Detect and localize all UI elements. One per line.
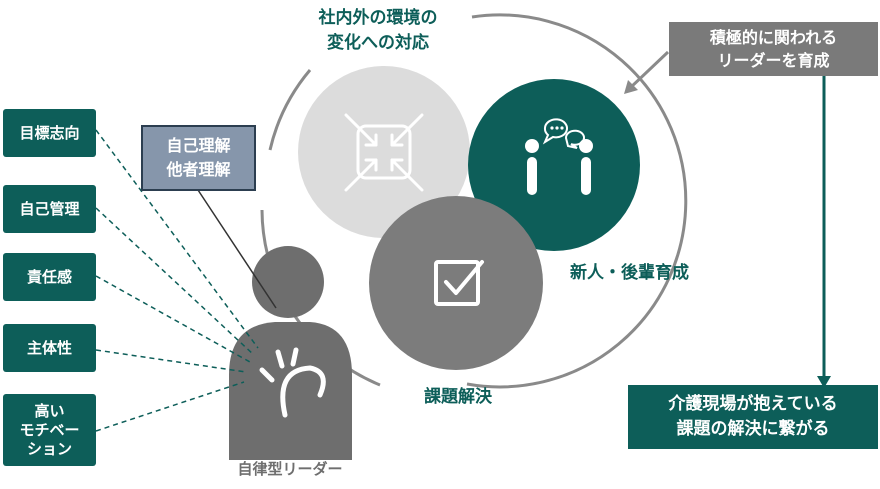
trait-responsibility: 責任感 [3, 253, 96, 301]
cycle-arc [466, 13, 688, 389]
label-newcomer-training: 新人・後輩育成 [570, 263, 689, 283]
label-environment-change: 社内外の環境の 変化への対応 [318, 8, 438, 53]
circle-environment-change [298, 66, 470, 238]
label-autonomous-leader: 自律型リーダー [237, 460, 343, 478]
checkbox-icon [434, 260, 484, 306]
arrowhead-arc [624, 80, 638, 94]
arrowhead-down [817, 376, 831, 388]
trait-goal-oriented: 目標志向 [3, 109, 96, 157]
circle-newcomer-training [468, 79, 640, 251]
people-talk-icon [525, 118, 593, 195]
connector-self-understanding [197, 189, 277, 309]
label-problem-solving: 課題解決 [424, 387, 492, 407]
trait-independence: 主体性 [3, 324, 96, 372]
person-head [252, 246, 324, 318]
hand-on-chest-icon [259, 347, 326, 418]
arrows-converge-icon [344, 113, 424, 192]
trait-self-management: 自己管理 [3, 185, 96, 233]
box-active-leader: 積極的に関われる リーダーを育成 [669, 22, 878, 76]
trait-high-motivation: 高い モチベー ション [3, 394, 96, 466]
box-self-other-understanding: 自己理解 他者理解 [141, 125, 256, 191]
connector-arrow-box-to-arc [628, 50, 670, 90]
cycle-arc-top [268, 69, 312, 151]
trait-connectors [95, 129, 259, 432]
person-body [229, 322, 352, 460]
circle-problem-solving [369, 196, 543, 370]
box-contribution: 介護現場が抱えている 課題の解決に繋がる [628, 385, 878, 449]
leader-figure [229, 246, 352, 460]
